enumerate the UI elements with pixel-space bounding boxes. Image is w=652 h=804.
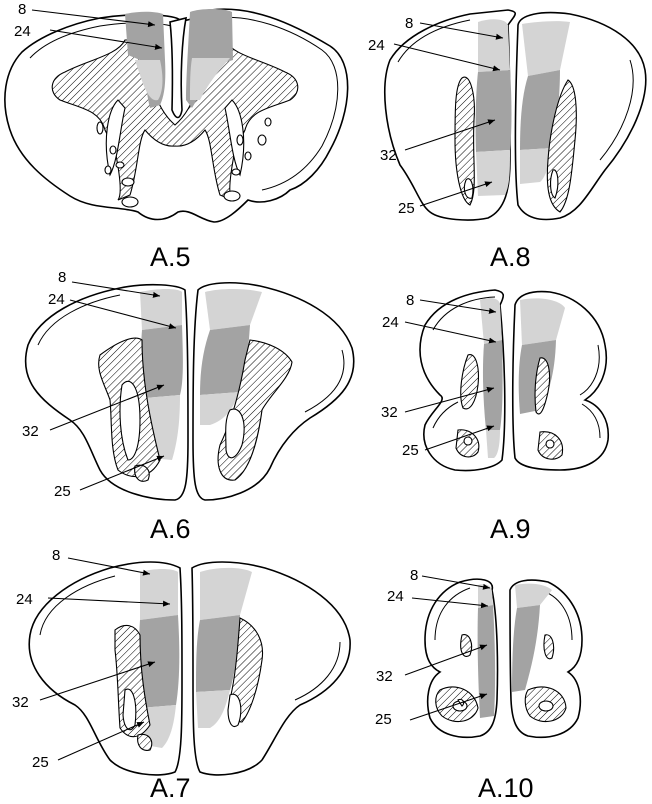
- area-label: 32: [376, 668, 393, 685]
- area-label: 24: [48, 291, 65, 308]
- area-label: 32: [380, 147, 397, 164]
- area-label: 25: [32, 754, 49, 771]
- leader-line: [424, 425, 495, 451]
- area-label: 24: [368, 37, 385, 54]
- area-label: 8: [52, 547, 60, 564]
- leader-line: [411, 597, 489, 609]
- leader-line: [404, 321, 497, 344]
- panel-title: A.8: [490, 242, 531, 272]
- leader-line: [409, 693, 488, 721]
- leader-line: [71, 281, 161, 298]
- leader-line: [419, 181, 493, 207]
- hatched-region: [229, 617, 264, 723]
- hatched-region: [460, 634, 473, 657]
- panel-a10: 8 24 32 25 A.10: [375, 567, 583, 803]
- area-label: 24: [387, 588, 404, 605]
- area-label: 32: [12, 694, 29, 711]
- area-label: 8: [405, 15, 413, 32]
- area-label: 32: [22, 423, 39, 440]
- area-label: 24: [16, 591, 33, 608]
- leader-line: [47, 597, 171, 607]
- leader-line: [57, 721, 145, 761]
- panel-a9: 8 24 32 25 A.9: [381, 289, 610, 544]
- area-label: 8: [58, 269, 66, 286]
- leader-line: [419, 299, 497, 314]
- hatched-region: [543, 634, 555, 660]
- area-label: 25: [398, 200, 415, 217]
- area-label: 24: [382, 314, 399, 331]
- area-label: 25: [375, 711, 392, 728]
- area-label: 8: [18, 1, 26, 18]
- area-label: 25: [402, 442, 419, 459]
- leader-line: [69, 299, 177, 330]
- leader-line: [49, 29, 163, 50]
- panel-title: A.9: [490, 514, 531, 544]
- leader-line: [421, 575, 491, 590]
- area-label: 32: [381, 404, 398, 421]
- hatched-region: [534, 357, 551, 415]
- area-label: 8: [410, 567, 418, 584]
- leader-line: [49, 384, 165, 431]
- leader-line: [404, 119, 496, 151]
- panel-title: A.6: [150, 514, 191, 544]
- leader-line: [393, 43, 501, 72]
- area-label: 24: [14, 23, 31, 40]
- leader-line: [79, 455, 165, 491]
- leader-line: [31, 9, 156, 28]
- panel-a7: 8 24 32 25 A.7: [12, 547, 351, 803]
- panel-title: A.5: [150, 242, 191, 272]
- panel-a8: 8 24 32 25 A.8: [368, 9, 647, 272]
- area-label: 8: [406, 292, 414, 309]
- leader-line: [419, 22, 504, 40]
- panel-a6: 8 24 32 25 A.6: [22, 269, 355, 544]
- hatched-region: [454, 76, 475, 206]
- panel-a5: 8 24 A.5: [4, 1, 349, 272]
- leader-line: [67, 557, 151, 576]
- panel-title: A.7: [150, 773, 191, 803]
- leader-line: [404, 386, 495, 413]
- area-label: 25: [54, 483, 71, 500]
- leader-line: [404, 644, 488, 676]
- panel-title: A.10: [478, 773, 534, 803]
- leader-line: [39, 661, 156, 701]
